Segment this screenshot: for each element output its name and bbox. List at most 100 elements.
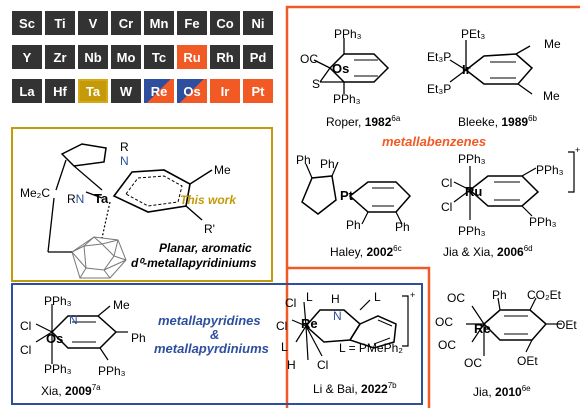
element-cell-ti: Ti bbox=[45, 11, 75, 35]
jia-oc-1: OC bbox=[447, 291, 465, 305]
element-cell-ni: Ni bbox=[243, 11, 273, 35]
jia-xia-cl-1: Cl bbox=[441, 176, 453, 190]
jia-co2et: CO₂Et bbox=[527, 288, 561, 302]
bleeke-me-2: Me bbox=[543, 89, 560, 103]
jia-oet-2: OEt bbox=[517, 354, 538, 368]
haley-caption: Haley, 20026c bbox=[330, 244, 402, 259]
bleeke-caption: Bleeke, 19896b bbox=[458, 114, 537, 129]
element-cell-hf: Hf bbox=[45, 79, 75, 103]
me-substituent: Me bbox=[214, 163, 231, 177]
element-cell-tc: Tc bbox=[144, 45, 174, 69]
rprime-substituent: R' bbox=[204, 222, 215, 236]
xia-pph3-1: PPh₃ bbox=[44, 294, 72, 308]
this-work-box bbox=[11, 127, 273, 282]
element-cell-la: La bbox=[12, 79, 42, 103]
ta-atom: Ta bbox=[94, 191, 109, 206]
rn-ligand: RN bbox=[67, 192, 85, 206]
jia-xia-pph3-2: PPh₃ bbox=[536, 163, 564, 177]
bleeke-pet3: PEt₃ bbox=[461, 27, 486, 41]
xia-pph3-3: PPh₃ bbox=[98, 364, 126, 378]
haley-ph-4: Ph bbox=[395, 220, 410, 234]
li-bai-charge: + bbox=[410, 290, 416, 300]
bleeke-et3p-1: Et₃P bbox=[427, 50, 452, 64]
xia-n-atom: N bbox=[69, 313, 78, 327]
haley-structure bbox=[301, 161, 412, 225]
roper-structure bbox=[313, 38, 390, 94]
xia-os-atom: Os bbox=[46, 331, 64, 346]
element-cell-v: V bbox=[78, 11, 108, 35]
metallapyridines-heading-3: metallapyrdiniums bbox=[154, 341, 269, 356]
jia-xia-pph3-4: PPh₃ bbox=[458, 224, 486, 238]
metallapyridines-heading-2: & bbox=[210, 327, 220, 342]
jia-xia-cl-2: Cl bbox=[441, 200, 453, 214]
jia-xia-caption: Jia & Xia, 20066d bbox=[443, 244, 533, 259]
xia-cl-1: Cl bbox=[20, 319, 32, 333]
li-bai-cl-2: Cl bbox=[276, 319, 288, 333]
this-work-subtitle-1: Planar, aromatic bbox=[159, 241, 252, 255]
element-cell-os: Os bbox=[177, 79, 207, 103]
cp-ring bbox=[60, 143, 107, 167]
bleeke-structure bbox=[449, 40, 534, 95]
bleeke-ir-atom: Ir bbox=[462, 62, 471, 77]
li-bai-l-3: L bbox=[281, 340, 288, 354]
element-cell-fe: Fe bbox=[177, 11, 207, 35]
roper-oc: OC bbox=[300, 52, 318, 66]
xia-cl-2: Cl bbox=[20, 343, 32, 357]
roper-os-atom: Os bbox=[332, 61, 350, 76]
jia-oet-1: OEt bbox=[556, 318, 577, 332]
jia-structure bbox=[466, 297, 562, 356]
this-work-label: This work bbox=[180, 193, 237, 207]
this-work-structure bbox=[47, 143, 213, 279]
element-cell-nb: Nb bbox=[78, 45, 108, 69]
li-bai-n-atom: N bbox=[333, 309, 342, 323]
element-cell-re: Re bbox=[144, 79, 174, 103]
element-cell-sc: Sc bbox=[12, 11, 42, 35]
element-cell-cr: Cr bbox=[111, 11, 141, 35]
element-cell-pt: Pt bbox=[243, 79, 273, 103]
xia-me: Me bbox=[113, 298, 130, 312]
n-atom: N bbox=[120, 154, 129, 168]
haley-pt-atom: Pt bbox=[340, 188, 353, 203]
element-cell-ta: Ta bbox=[78, 79, 108, 103]
haley-ph-2: Ph bbox=[320, 157, 335, 171]
carborane-cage bbox=[71, 236, 127, 279]
li-bai-ligand-def: L = PMePh₂ bbox=[339, 341, 403, 355]
metallabenzenes-heading: metallabenzenes bbox=[382, 134, 487, 149]
li-bai-cl-1: Cl bbox=[285, 296, 297, 310]
jia-oc-4: OC bbox=[464, 356, 482, 370]
xia-caption: Xia, 20097a bbox=[41, 383, 101, 398]
haley-ph-3: Ph bbox=[346, 218, 361, 232]
bleeke-et3p-2: Et₃P bbox=[427, 82, 452, 96]
li-bai-h-2: H bbox=[287, 358, 296, 372]
element-cell-ru: Ru bbox=[177, 45, 207, 69]
r-substituent: R bbox=[120, 140, 129, 154]
li-bai-l-1: L bbox=[306, 290, 313, 304]
roper-pph3-top: PPh₃ bbox=[334, 27, 362, 41]
li-bai-structure bbox=[291, 295, 409, 361]
jia-ph: Ph bbox=[492, 288, 507, 302]
xia-structure bbox=[35, 304, 128, 364]
jia-oc-2: OC bbox=[435, 315, 453, 329]
xia-pph3-2: PPh₃ bbox=[44, 362, 72, 376]
metallacycle-ring bbox=[112, 169, 191, 213]
element-cell-w: W bbox=[111, 79, 141, 103]
element-cell-ir: Ir bbox=[210, 79, 240, 103]
element-cell-mo: Mo bbox=[111, 45, 141, 69]
jia-xia-charge: + bbox=[575, 145, 581, 155]
li-bai-h-1: H bbox=[331, 292, 340, 306]
element-cell-co: Co bbox=[210, 11, 240, 35]
element-cell-pd: Pd bbox=[243, 45, 273, 69]
element-cell-rh: Rh bbox=[210, 45, 240, 69]
jia-re-atom: Re bbox=[474, 321, 491, 336]
rn-n-atom: N bbox=[75, 192, 85, 206]
roper-pph3-bot: PPh₃ bbox=[333, 92, 361, 106]
li-bai-cl-3: Cl bbox=[317, 358, 329, 372]
jia-xia-structure bbox=[453, 151, 575, 220]
me2c-bridge: Me₂C bbox=[20, 186, 50, 200]
xia-ph: Ph bbox=[131, 331, 146, 345]
jia-xia-ru-atom: Ru bbox=[465, 184, 483, 199]
jia-xia-pph3-3: PPh₃ bbox=[529, 215, 557, 229]
jia-oc-3: OC bbox=[438, 338, 456, 352]
